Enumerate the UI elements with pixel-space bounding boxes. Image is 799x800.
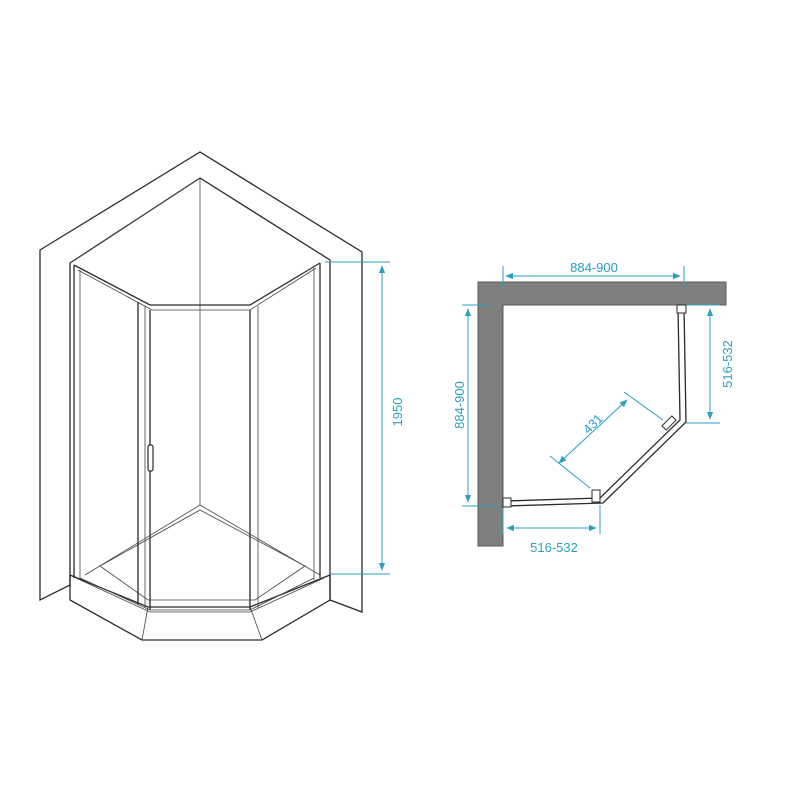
corner-joint	[661, 415, 677, 431]
plan-walls	[477, 281, 727, 547]
plan-enclosure	[502, 304, 687, 508]
wall-profile-right	[676, 304, 687, 314]
bottom-side-dimension: 516-532	[502, 505, 601, 555]
perspective-view: 1950	[39, 151, 405, 641]
plan-view: 884-900 884-900 516-532 516-532	[452, 260, 735, 555]
height-label: 1950	[390, 398, 405, 427]
shower-tray	[69, 574, 331, 641]
door-label: 431	[580, 411, 606, 437]
door-handle	[147, 444, 154, 472]
left-depth-dimension: 884-900	[452, 304, 500, 507]
wall-profile-left	[502, 497, 512, 508]
floor-lines	[84, 504, 321, 601]
top-width-label: 884-900	[570, 260, 618, 275]
height-dimension: 1950	[325, 261, 405, 575]
top-width-dimension: 884-900	[502, 260, 685, 288]
door-hinge	[591, 489, 601, 503]
corner-walls	[39, 151, 363, 613]
bottom-side-label: 516-532	[530, 540, 578, 555]
right-side-dimension: 516-532	[686, 304, 735, 424]
door-dimension: 431	[549, 391, 664, 489]
right-side-label: 516-532	[720, 340, 735, 388]
enclosure-frame	[73, 262, 321, 611]
left-depth-label: 884-900	[452, 381, 467, 429]
